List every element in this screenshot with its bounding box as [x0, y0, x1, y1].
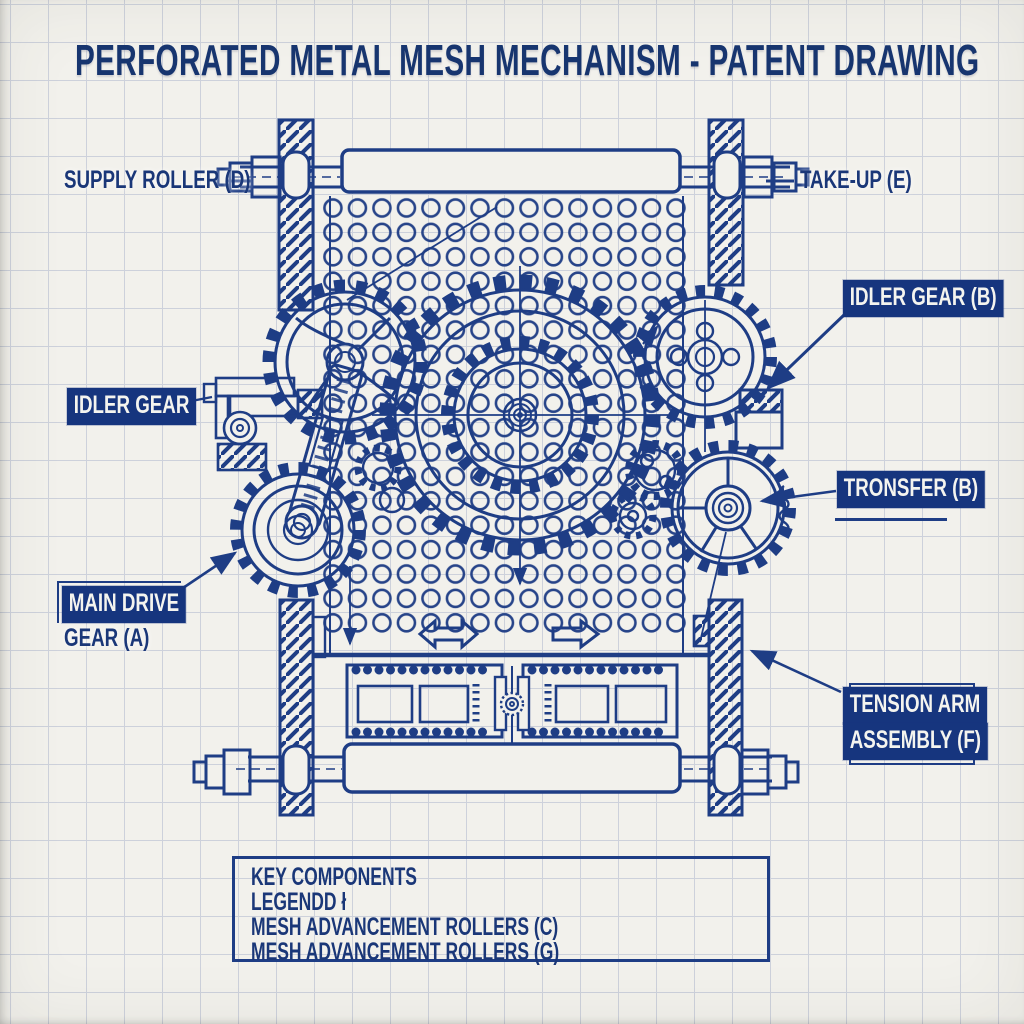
label-idler-gear-b: IDLER GEAR (B) — [843, 280, 1004, 317]
page-title: PERFORATED METAL MESH MECHANISM - PATENT… — [75, 36, 980, 85]
main-drive-outline — [57, 581, 181, 623]
label-supply-roller: SUPPLY ROLLER (D) — [64, 166, 251, 194]
label-idler-gear: IDLER GEAR — [67, 388, 197, 425]
construction-line — [346, 206, 498, 301]
label-main-drive-gear-a: GEAR (A) — [64, 624, 150, 652]
idler-gear-b-drawing — [633, 285, 784, 452]
frame-rail-top-left — [277, 118, 315, 312]
supply-roller-drawing — [216, 148, 810, 200]
central-gear-drawing — [372, 266, 668, 586]
legend-box: KEY COMPONENTS LEGENDD ł MESH ADVANCEMEN… — [232, 856, 770, 966]
label-assembly-f: ASSEMBLY (F) — [843, 723, 988, 760]
main-drive-gear-drawing — [230, 462, 366, 598]
legend-line: LEGENDD ł — [251, 888, 347, 916]
advancement-rack-left — [345, 663, 504, 739]
frame-rail-top-right — [707, 118, 745, 287]
label-main-drive: MAIN DRIVE — [62, 586, 186, 623]
take-up-roller-drawing — [192, 742, 800, 796]
mesh-direction-arrows — [342, 566, 601, 651]
label-take-up: TAKE-UP (E) — [800, 166, 912, 194]
rack-center-coupler — [493, 666, 531, 748]
label-tension-arm: TENSION ARM — [843, 687, 988, 724]
legend-line: MESH ADVANCEMENT ROLLERS (G) — [251, 938, 560, 966]
idler-bracket-drawing — [202, 376, 324, 472]
transfer-underline — [835, 518, 947, 521]
legend-line: MESH ADVANCEMENT ROLLERS (C) — [251, 913, 559, 941]
label-transfer-b: TRONSFER (B) — [837, 471, 985, 508]
legend-line: KEY COMPONENTS — [251, 863, 417, 891]
advancement-rack-right — [521, 663, 679, 739]
